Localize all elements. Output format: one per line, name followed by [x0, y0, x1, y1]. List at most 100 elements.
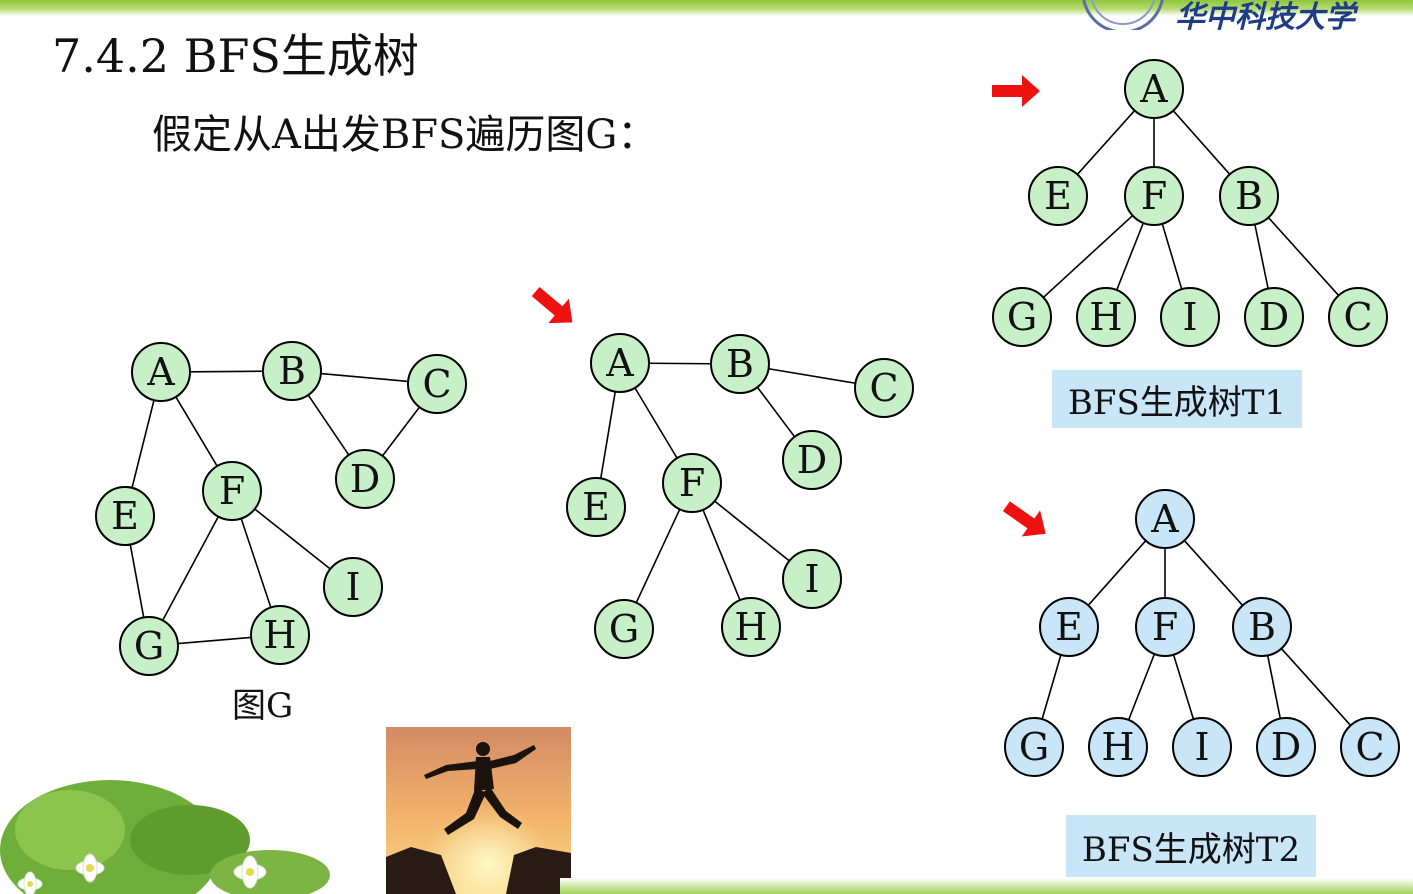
bfs-tree-edge-f-g [635, 508, 681, 604]
tree-t1-node-label-g: G [1007, 295, 1037, 339]
tree-t1-node-c [1328, 287, 1388, 347]
tree-t2-node-label-b: B [1248, 605, 1276, 649]
tree-t2-edge-f-i [1172, 654, 1195, 720]
tree-t1-node-label-d: D [1259, 295, 1289, 339]
graph-g-edge-a-b [189, 370, 264, 373]
graph-g-node-e [95, 486, 155, 546]
tree-t1-node-b [1219, 166, 1279, 226]
bfs-tree-node-label-c: C [869, 366, 898, 410]
graph-g-node-label-b: B [278, 349, 306, 393]
tree-t1-node-label-h: H [1089, 295, 1122, 339]
tree-t2-edge-e-g [1041, 654, 1062, 720]
bfs-tree-edge-b-d [756, 386, 796, 438]
page-title: 7.4.2 BFS生成树 [52, 29, 419, 83]
red-arrows [531, 75, 1046, 537]
tree-t1-edge-a-b [1172, 110, 1231, 175]
bfs-tree-node-label-e: E [582, 485, 610, 529]
tree-t1-node-i [1160, 287, 1220, 347]
tree-t1-node-label-a: A [1139, 67, 1168, 111]
graph-g-edge-e-g [129, 544, 145, 618]
bfs-tree-node-label-h: H [734, 605, 767, 649]
graph-g-node-i [323, 557, 383, 617]
graph-g-edge-c-d [381, 406, 421, 457]
tree-t1-node-e [1028, 166, 1088, 226]
tree-t2-edge-f-h [1127, 653, 1156, 721]
bfs-tree-node-label-g: G [609, 607, 639, 651]
bfs-tree-node-label-d: D [797, 438, 827, 482]
graph-g-node-label-h: H [263, 613, 296, 657]
bfs-tree-node-b [710, 334, 770, 394]
graph-g-node-c [407, 354, 467, 414]
tree-t1-edge-b-d [1254, 224, 1269, 289]
bfs-tree-edge-f-h [702, 509, 741, 601]
tree-t2-node-label-g: G [1019, 725, 1049, 769]
graph-g-node-h [250, 605, 310, 665]
arrow-to-t2-icon [1002, 501, 1046, 537]
tree-t1-node-d [1244, 287, 1304, 347]
tree-t2-node-a [1135, 489, 1195, 549]
arrow-to-bfs-tree-icon [531, 286, 573, 324]
graph-g-edge-g-h [177, 636, 252, 645]
bfs-tree-node-i [782, 549, 842, 609]
graph-g-node-label-g: G [134, 624, 164, 668]
tree-t2-node-b [1232, 597, 1292, 657]
tree-t1-edge-b-c [1267, 217, 1340, 296]
jumping-person-image [386, 727, 571, 894]
tree-t1-node-g [992, 287, 1052, 347]
flower-decoration [0, 760, 330, 894]
bfs-tree-node-a [590, 333, 650, 393]
graph-g-edge-f-g [161, 516, 220, 621]
tree-t2-node-e [1039, 597, 1099, 657]
tree-t2-edge-a-e [1087, 540, 1147, 606]
tree-t1-edge-f-g [1042, 215, 1134, 298]
graph-g-node-label-i: I [345, 565, 360, 609]
grass-top-border [0, 0, 1413, 16]
tree-t2-node-d [1256, 717, 1316, 777]
tree-t2-node-h [1088, 717, 1148, 777]
bfs-tree-node-label-a: A [605, 341, 634, 385]
graph-g-node-label-c: C [422, 362, 451, 406]
tree-t1-edge-f-i [1161, 223, 1183, 290]
tree-t1-node-a [1124, 59, 1184, 119]
bfs-tree-edge-f-i [714, 500, 790, 562]
bfs-tree-edge-a-f [634, 387, 678, 459]
graph-g-node-a [131, 342, 191, 402]
grass-bottom-border [560, 878, 1413, 894]
graph-g-edge-f-i [254, 508, 331, 570]
flower-image [0, 780, 330, 894]
tree-t1-edge-a-e [1076, 110, 1136, 175]
graph-g-edge-f-h [240, 518, 272, 608]
bfs-tree-edge-a-e [599, 391, 617, 479]
tree-t1-edge-f-h [1115, 222, 1145, 291]
bfs-tree-node-h [721, 597, 781, 657]
seal-icon [1082, 0, 1164, 30]
graph-g-edge-a-f [175, 396, 218, 467]
bfs-tree-node-label-i: I [804, 557, 819, 601]
jumping-person-photo [386, 727, 571, 894]
tree-t1-node-label-e: E [1044, 174, 1072, 218]
university-logo [1063, 0, 1413, 30]
bfs-tree-edge-b-c [768, 367, 856, 385]
tree-t2-label: BFS生成树T2 [1066, 815, 1316, 877]
tree-t2-node-label-e: E [1055, 605, 1083, 649]
graph-g-node-label-d: D [350, 457, 380, 501]
tree-t1-node-h [1076, 287, 1136, 347]
tree-t2-node-label-i: I [1194, 725, 1209, 769]
graph-g-node-label-a: A [146, 350, 175, 394]
tree-t2-node-label-d: D [1271, 725, 1301, 769]
tree-t1-node-label-b: B [1235, 174, 1263, 218]
bfs-tree-node-d [782, 430, 842, 490]
graph-g-node-d [335, 449, 395, 509]
tree-t2-node-g [1004, 717, 1064, 777]
bfs-tree-node-label-f: F [679, 461, 705, 505]
graph-g-edge-b-c [320, 372, 409, 383]
tree-t2-node-c [1340, 717, 1400, 777]
tree-t2-node-label-f: F [1152, 605, 1178, 649]
arrow-to-t1-icon [992, 75, 1040, 107]
page-subtitle: 假定从A出发BFS遍历图G： [152, 112, 658, 158]
